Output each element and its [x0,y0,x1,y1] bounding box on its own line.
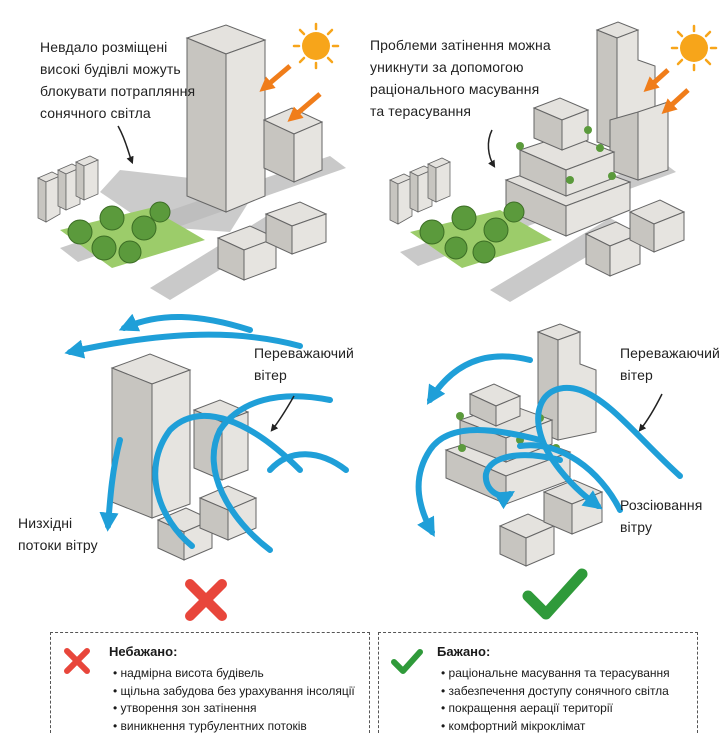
prevailing-wind-label-right: Переважаючий вітер [620,342,720,386]
terracing-solution-caption: Проблеми затінення можна уникнути за доп… [370,34,551,122]
dispersion-label: Розсіювання вітру [620,494,702,538]
legend-item: комфортний мікроклімат [441,718,670,735]
caption-line: уникнути за допомогою [370,56,551,78]
caption-line: раціонального масування [370,78,551,100]
pointer-arrow [118,126,132,162]
caption-line: Невдало розміщені [40,36,195,58]
caption-line: Проблеми затінення можна [370,34,551,56]
sun-ray-arrow [666,90,688,110]
label-line: вітер [254,364,354,386]
legend-item: щільна забудова без урахування інсоляції [113,683,355,701]
caption-line: блокувати потрапляння [40,80,195,102]
label-line: Переважаючий [620,342,720,364]
label-line: вітер [620,364,720,386]
caption-line: та терасування [370,100,551,122]
label-line: Низхідні [18,512,98,534]
legend-item: утворення зон затінення [113,700,355,718]
legend-item: покращення аерації території [441,700,670,718]
row-houses [38,156,98,222]
label-line: вітру [620,516,702,538]
downdraft-label: Низхідні потоки вітру [18,512,98,556]
legend-desirable: Бажано: раціональне масування та терасув… [378,632,698,733]
legend-title: Бажано: [437,644,490,659]
label-line: Розсіювання [620,494,702,516]
legend-list: раціональне масування та терасування заб… [441,665,670,735]
pointer-arrow [272,396,294,430]
sun-ray-arrow [264,66,290,88]
legend-title: Небажано: [109,644,177,659]
tall-tower [112,354,190,518]
tall-tower [187,25,265,212]
shading-problem-caption: Невдало розміщені високі будівлі можуть … [40,36,195,124]
label-line: Переважаючий [254,342,354,364]
caption-line: сонячного світла [40,102,195,124]
legend-item: надмірна висота будівель [113,665,355,683]
pointer-arrow [488,130,494,166]
green-check-icon [391,647,423,675]
legend-item: забезпечення доступу сонячного світла [441,683,670,701]
sun-icon [294,24,338,68]
green-check-icon [528,574,582,614]
red-x-icon [190,584,222,616]
row-houses [390,158,450,224]
wind-stream [124,317,250,330]
red-x-icon [63,647,91,675]
pointer-arrow [640,394,662,430]
legend-item: раціональне масування та терасування [441,665,670,683]
caption-line: високі будівлі можуть [40,58,195,80]
sun-icon [672,26,716,70]
legend-item: виникнення турбулентних потоків [113,718,355,735]
label-line: потоки вітру [18,534,98,556]
legend-undesirable: Небажано: надмірна висота будівель щільн… [50,632,370,733]
prevailing-wind-label-left: Переважаючий вітер [254,342,354,386]
legend-list: надмірна висота будівель щільна забудова… [113,665,355,735]
